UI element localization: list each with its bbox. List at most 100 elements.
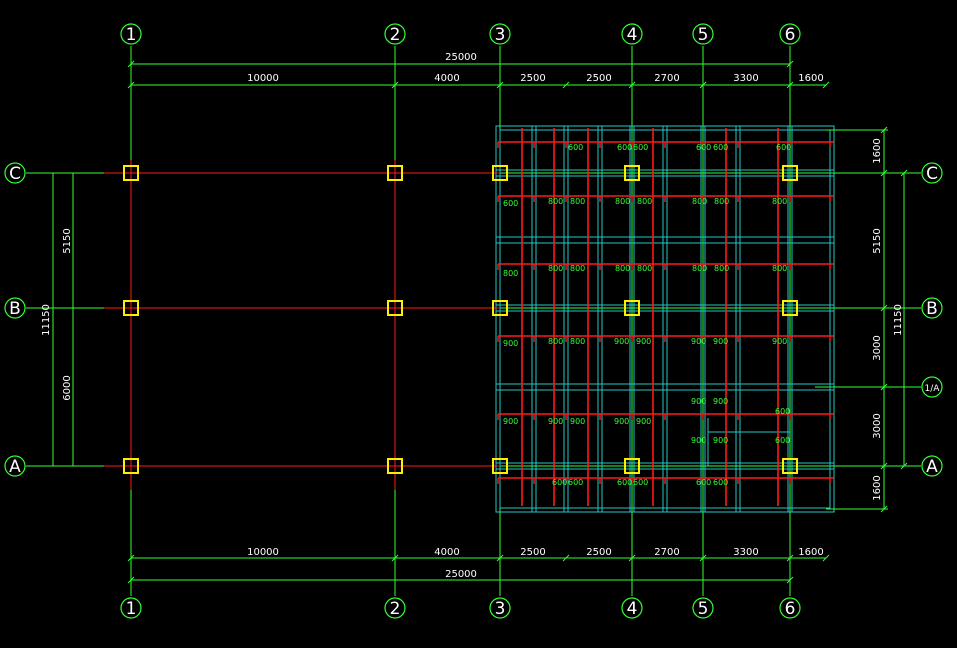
axis-label: A [9,457,21,477]
left-dimension: 5150 [62,228,73,253]
section-label: 900 [614,337,629,346]
axis-bubble-2: 2 [384,597,406,619]
axis-bubble-B: B [4,297,26,319]
dim-tick [699,554,707,562]
section-label: 600 [776,143,791,152]
section-label: 800 [692,197,707,206]
section-label: 600 [713,478,728,487]
frame-lines [495,125,835,513]
dim-tick [562,554,570,562]
bottom-dimension: 4000 [434,547,459,558]
axis-label: 5 [698,599,709,619]
right-dimension: 5150 [872,228,883,253]
axis-bubble-1A: 1/A [921,376,943,398]
axis-label: 1 [126,25,137,45]
left-dimensions: 5150 6000 11150 [41,228,73,400]
top-dimension: 2500 [520,73,545,84]
axis-label: 1/A [925,384,941,394]
section-label: 900 [691,436,706,445]
section-label: 600 [696,478,711,487]
section-label: 800 [692,264,707,273]
column [492,165,508,181]
column [387,458,403,474]
top-dimension: 1600 [798,73,823,84]
dim-tick [628,554,636,562]
dim-tick [822,554,830,562]
column [782,458,798,474]
dim-tick [900,169,908,177]
section-label: 900 [503,339,518,348]
right-dimension: 1600 [872,138,883,163]
section-label: 800 [548,264,563,273]
section-label: 800 [570,197,585,206]
axis-bubble-3: 3 [489,23,511,45]
dim-tick [562,81,570,89]
axis-label: B [926,299,938,319]
top-dimension: 2500 [586,73,611,84]
axis-label: 6 [785,599,796,619]
axis-bubble-1: 1 [120,23,142,45]
dim-tick [127,60,135,68]
axis-bubble-3: 3 [489,597,511,619]
section-label: 800 [548,337,563,346]
right-dimension: 1600 [872,475,883,500]
bottom-dimension: 2500 [586,547,611,558]
section-label: 900 [713,397,728,406]
axis-bubble-5: 5 [692,23,714,45]
dim-tick [127,576,135,584]
axis-bubble-C: C [921,162,943,184]
section-label: 600 [617,143,632,152]
dim-tick [786,81,794,89]
section-label: 800 [503,269,518,278]
frame-outline [495,125,835,513]
section-label: 900 [548,417,563,426]
dim-tick [391,81,399,89]
section-label: 800 [570,264,585,273]
top-dimension: 4000 [434,73,459,84]
section-label: 600 [775,436,790,445]
axis-label: 3 [495,599,506,619]
top-dimension: 2700 [654,73,679,84]
column [123,165,139,181]
axis-bubble-A: A [4,455,26,477]
section-label: 900 [503,417,518,426]
axis-bubble-C: C [4,162,26,184]
dim-tick [822,81,830,89]
axis-bubble-1: 1 [120,597,142,619]
section-label: 900 [570,417,585,426]
section-label: 800 [714,264,729,273]
column [624,458,640,474]
dim-tick [699,81,707,89]
section-label: 800 [615,197,630,206]
column [782,165,798,181]
axis-bubble-B: B [921,297,943,319]
dim-tick [786,554,794,562]
dimension-lines [52,60,908,584]
section-label: 600 [617,478,632,487]
axis-bubbles-bottom: 1 2 3 4 5 6 [120,597,801,619]
dim-tick [880,169,888,177]
axis-label: C [9,164,21,184]
dim-tick [496,554,504,562]
dim-tick [628,81,636,89]
dim-tick [880,383,888,391]
column [123,458,139,474]
axis-label: 4 [627,25,638,45]
section-label: 800 [615,264,630,273]
section-label: 600 [503,199,518,208]
bottom-dimensions: 10000 4000 2500 2500 2700 3300 1600 2500… [247,547,824,580]
top-dimensions: 25000 10000 4000 2500 2500 2700 3300 160… [247,52,824,84]
axis-bubble-6: 6 [779,597,801,619]
beam-lines [104,128,834,506]
axis-bubbles-left: C B A [4,162,26,477]
axis-bubbles-right: C B 1/A A [921,162,943,477]
section-label: 900 [713,436,728,445]
bottom-total-dimension: 25000 [445,569,477,580]
dim-tick [880,462,888,470]
column [782,300,798,316]
dim-tick [127,81,135,89]
section-label: 800 [637,264,652,273]
section-label: 600 [633,143,648,152]
section-label: 900 [772,337,787,346]
